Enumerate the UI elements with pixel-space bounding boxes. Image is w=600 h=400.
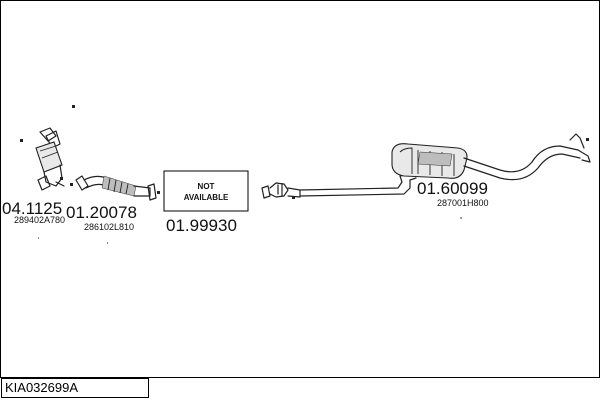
part-number-4[interactable]: 01.60099	[417, 179, 488, 198]
oem-number-4: 287001H800	[437, 198, 489, 208]
assembly-code-label: KIA032699A	[1, 378, 149, 398]
oem-number-1: 289402A780	[14, 215, 65, 225]
not-available-line-1: NOT	[198, 182, 215, 191]
not-available-line-2: AVAILABLE	[184, 193, 229, 202]
oem-number-2: 286102L810	[84, 222, 134, 232]
not-available-placeholder: NOT AVAILABLE	[163, 170, 249, 212]
reference-marks	[38, 237, 108, 244]
diagram-frame	[0, 0, 600, 378]
catalytic-converter-drawing[interactable]	[20, 127, 73, 191]
rear-muffler-drawing[interactable]	[261, 133, 591, 219]
front-pipe-drawing[interactable]	[72, 105, 160, 201]
part-number-1[interactable]: 04.1125	[2, 199, 62, 218]
part-number-3[interactable]: 01.99930	[166, 216, 237, 235]
part-number-2[interactable]: 01.20078	[66, 203, 137, 222]
